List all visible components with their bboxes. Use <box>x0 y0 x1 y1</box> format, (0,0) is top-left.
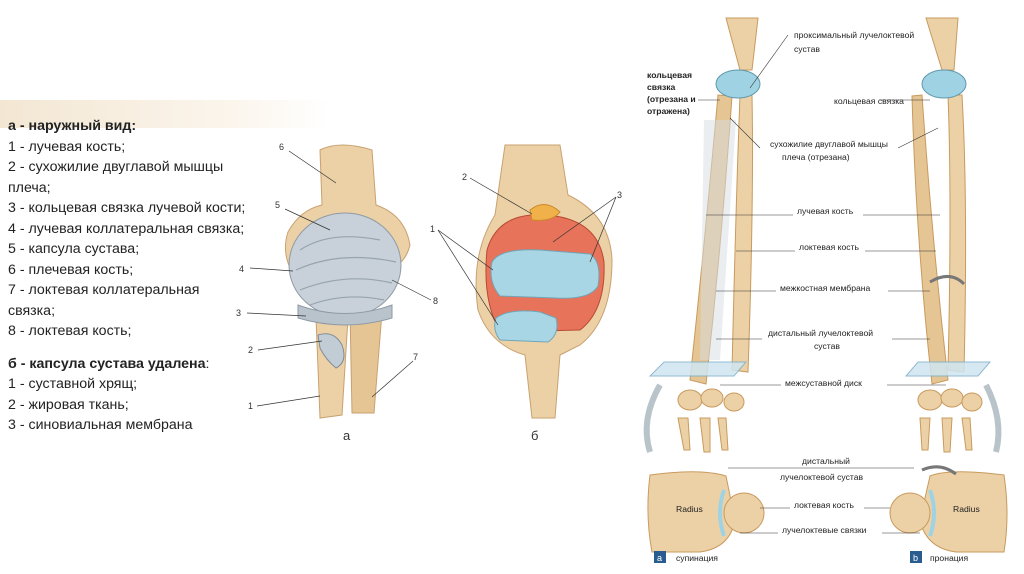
label-distal-2: сустав <box>814 341 840 351</box>
label-annular-left-3: (отрезана и <box>647 94 696 104</box>
elbow-a-num-7: 7 <box>413 352 418 362</box>
label-proximal-1: проксимальный лучелоктевой <box>794 30 914 40</box>
label-annular-left-4: отражена) <box>647 106 690 116</box>
cross-label-radius-left: Radius <box>676 504 703 514</box>
cross-label-pronation: пронация <box>930 553 968 563</box>
label-ulna: локтевая кость <box>799 242 860 252</box>
elbow-a-num-2: 2 <box>248 345 253 355</box>
elbow-b-figure: 2 3 1 б <box>430 145 622 443</box>
cross-label-ulna: локтевая кость <box>794 500 855 510</box>
badge-b-letter: b <box>913 553 918 563</box>
label-annular-right: кольцевая связка <box>834 96 904 106</box>
elbow-a-figure: 6 5 4 3 2 1 8 7 а <box>236 142 438 443</box>
label-membrane: межкостная мембрана <box>780 283 871 293</box>
elbow-b-caption: б <box>531 428 538 443</box>
elbow-a-num-1: 1 <box>248 401 253 411</box>
elbow-b-num-2: 2 <box>462 172 467 182</box>
label-distal-1: дистальный лучелоктевой <box>768 328 873 338</box>
elbow-a-num-5: 5 <box>275 200 280 210</box>
cross-label-supination: супинация <box>676 553 718 563</box>
forearm-figure: проксимальный лучелоктевой сустав кольце… <box>647 18 999 452</box>
label-disc: межсуставной диск <box>785 378 862 388</box>
elbow-a-num-8: 8 <box>433 296 438 306</box>
elbow-a-caption: а <box>343 428 351 443</box>
cross-section-figure: дистальный лучелоктевой сустав локтевая … <box>648 454 1007 563</box>
elbow-b-num-3: 3 <box>617 190 622 200</box>
elbow-a-num-6: 6 <box>279 142 284 152</box>
elbow-a-num-4: 4 <box>239 264 244 274</box>
label-annular-left-2: связка <box>647 82 676 92</box>
cross-label-radius-right: Radius <box>953 504 980 514</box>
label-biceps-1: сухожилие двуглавой мышцы <box>770 139 888 149</box>
cross-label-distal-1: дистальный <box>802 456 850 466</box>
label-biceps-2: плеча (отрезана) <box>782 152 850 162</box>
cross-label-distal-2: лучелоктевой сустав <box>780 472 863 482</box>
cross-label-ligaments: лучелоктевые связки <box>782 525 867 535</box>
label-proximal-2: сустав <box>794 44 820 54</box>
label-annular-left-1: кольцевая <box>647 70 692 80</box>
elbow-b-num-1: 1 <box>430 224 435 234</box>
label-radius: лучевая кость <box>797 206 854 216</box>
badge-a-letter: a <box>657 553 662 563</box>
elbow-a-num-3: 3 <box>236 308 241 318</box>
